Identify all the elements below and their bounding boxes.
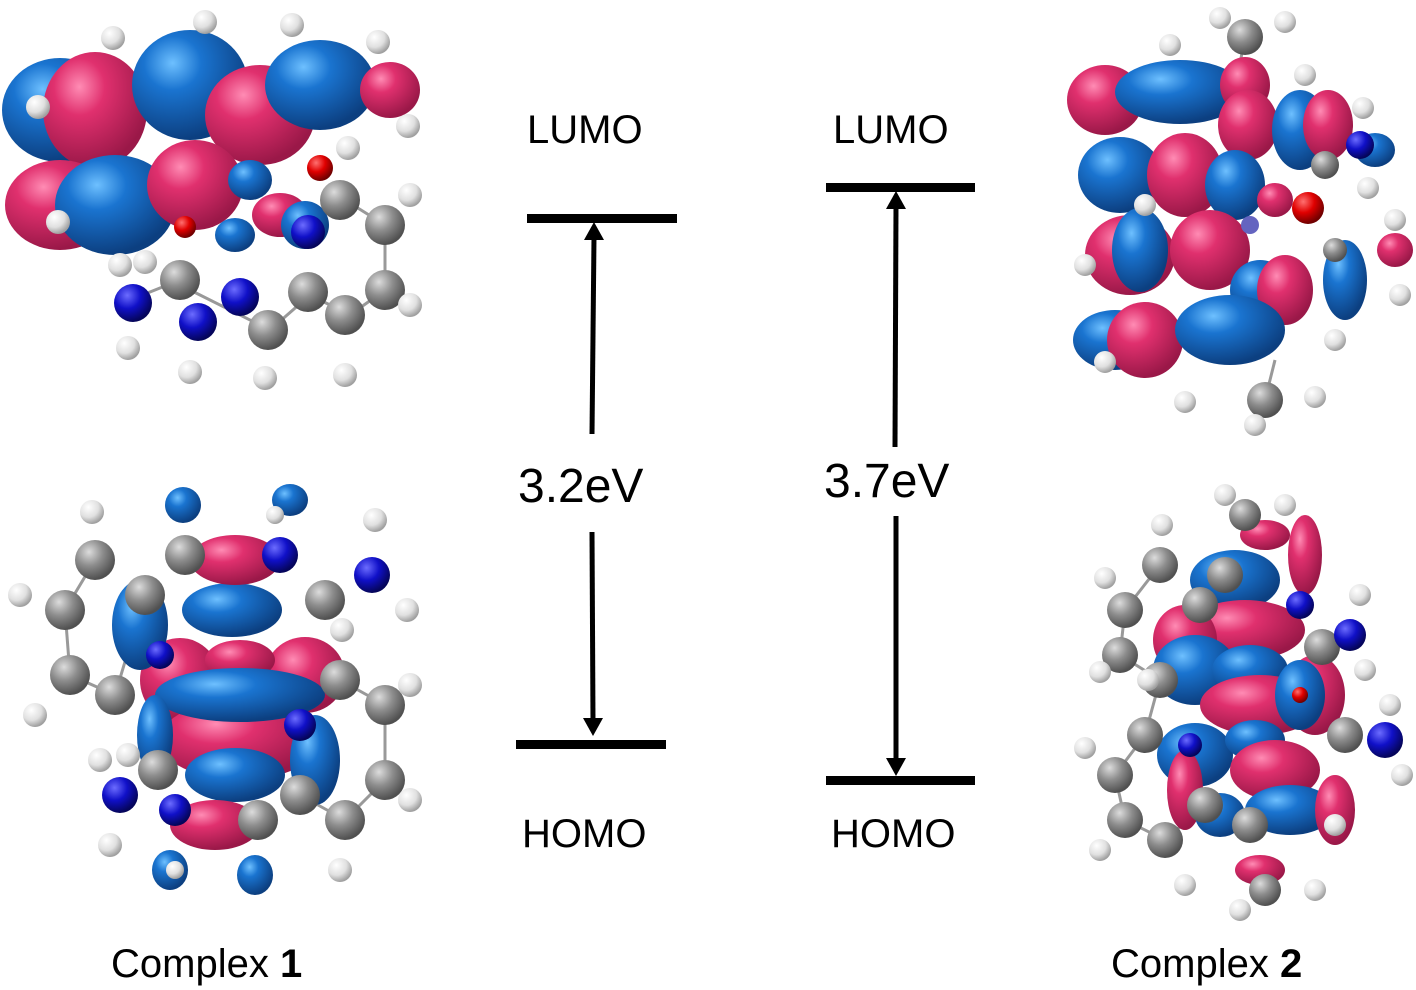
complex1-energy-gap-label: 3.2eV	[516, 457, 646, 517]
complex1-caption: Complex 1	[111, 944, 302, 984]
complex2-homo-orbital-image	[1074, 484, 1413, 921]
complex1-caption-prefix: Complex	[111, 942, 280, 986]
complex2-gap-arrow	[886, 191, 906, 776]
complex1-gap-arrow	[583, 222, 604, 736]
complex1-homo-orbital-image	[8, 484, 422, 895]
complex2-caption-number: 2	[1279, 942, 1303, 986]
complex1-homo-label: HOMO	[522, 812, 647, 856]
complex2-lumo-orbital-image	[1067, 7, 1413, 436]
complex1-caption-number: 1	[279, 942, 303, 986]
complex1-homo-level-line	[516, 740, 666, 749]
complex2-lumo-level-line	[826, 183, 975, 192]
complex2-homo-level-line	[826, 776, 975, 785]
complex2-homo-label: HOMO	[831, 812, 956, 856]
complex1-lumo-level-line	[527, 214, 677, 223]
complex1-lumo-label: LUMO	[527, 108, 643, 152]
complex2-caption-prefix: Complex	[1111, 942, 1280, 986]
complex2-energy-gap-label: 3.7eV	[822, 452, 952, 512]
complex2-lumo-label: LUMO	[833, 108, 949, 152]
complex1-lumo-orbital-image	[2, 10, 422, 390]
complex2-caption: Complex 2	[1111, 944, 1302, 984]
